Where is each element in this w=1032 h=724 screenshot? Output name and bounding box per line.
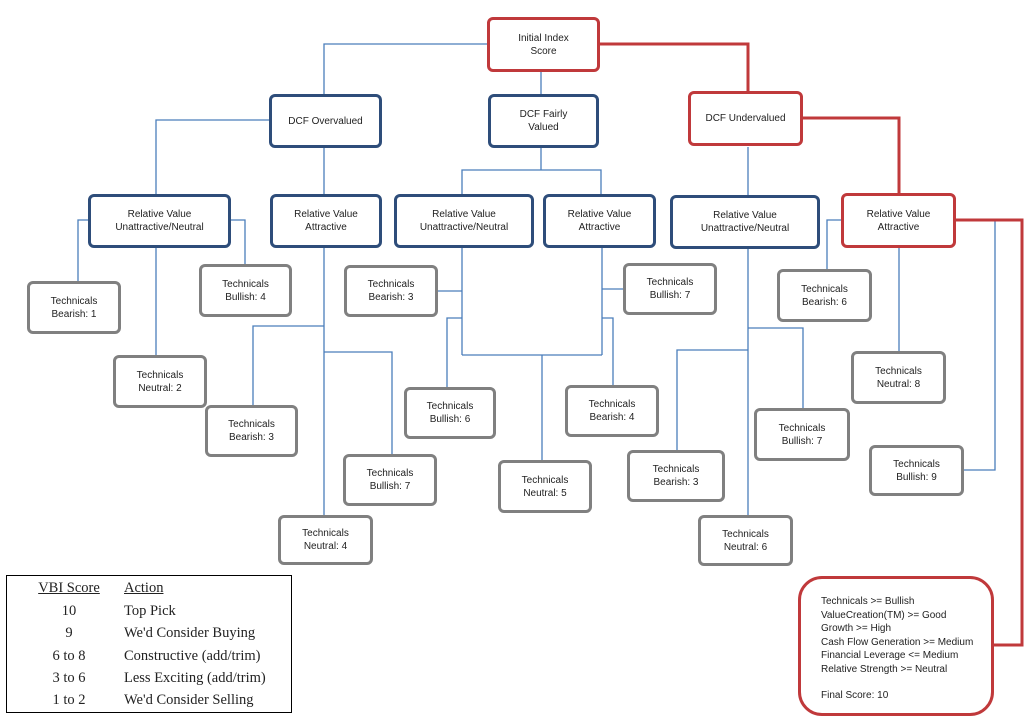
legend-row: 6 to 8 Constructive (add/trim) [7, 648, 291, 670]
fair-rv-unattractive-node: Relative Value Unattractive/Neutral [394, 194, 534, 248]
undervalued-rv-attractive-node: Relative Value Attractive [841, 193, 956, 248]
technicals-bullish-7-node: Technicals Bullish: 7 [623, 263, 717, 315]
technicals-neutral-4-node: Technicals Neutral: 4 [278, 515, 373, 565]
legend-action: Less Exciting (add/trim) [124, 670, 266, 686]
technicals-bearish-1-node: Technicals Bearish: 1 [27, 281, 121, 334]
technicals-neutral-8-node: Technicals Neutral: 8 [851, 351, 946, 404]
technicals-bearish-4-node: Technicals Bearish: 4 [565, 385, 659, 437]
dcf-fairly-valued-node: DCF Fairly Valued [488, 94, 599, 148]
legend-score: 3 to 6 [52, 670, 86, 686]
technicals-neutral-2-node: Technicals Neutral: 2 [113, 355, 207, 408]
legend-row: 9 We'd Consider Buying [7, 625, 291, 647]
technicals-bullish-4-node: Technicals Bullish: 4 [199, 264, 292, 317]
technicals-bearish-6-node: Technicals Bearish: 6 [777, 269, 872, 322]
legend-header-row: VBI Score Action [7, 580, 291, 602]
criteria-line: Financial Leverage <= Medium [821, 650, 959, 661]
legend-action: We'd Consider Buying [124, 625, 256, 641]
technicals-bearish-3-node: Technicals Bearish: 3 [344, 265, 438, 317]
legend-action: Top Pick [124, 603, 176, 619]
criteria-line: Relative Strength >= Neutral [821, 663, 948, 675]
legend-action: Constructive (add/trim) [124, 648, 261, 664]
overvalued-rv-unattractive-node: Relative Value Unattractive/Neutral [88, 194, 231, 248]
criteria-line: ValueCreation(TM) >= Good [821, 609, 947, 621]
fair-rv-attractive-node: Relative Value Attractive [543, 194, 656, 248]
dcf-undervalued-node: DCF Undervalued [688, 91, 803, 146]
legend-score: 9 [65, 625, 73, 641]
legend-row: 3 to 6 Less Exciting (add/trim) [7, 670, 291, 692]
legend-row: 1 to 2 We'd Consider Selling [7, 692, 291, 714]
technicals-neutral-6-node: Technicals Neutral: 6 [698, 515, 793, 566]
criteria-line: Technicals >= Bullish [821, 596, 915, 607]
initial-index-score-node: Initial Index Score [487, 17, 600, 72]
technicals-bullish-9-node: Technicals Bullish: 9 [869, 445, 964, 496]
criteria-line: Cash Flow Generation >= Medium [821, 636, 974, 648]
overvalued-rv-attractive-node: Relative Value Attractive [270, 194, 382, 248]
action-column-header: Action [124, 580, 164, 596]
technicals-neutral-5-node: Technicals Neutral: 5 [498, 460, 592, 513]
legend-score: 10 [61, 603, 77, 619]
vbi-score-legend: VBI Score Action 10 Top Pick 9 We'd Cons… [6, 575, 292, 713]
legend-score: 6 to 8 [52, 648, 86, 664]
technicals-bullish-7-node: Technicals Bullish: 7 [343, 454, 437, 506]
technicals-bearish-3-node: Technicals Bearish: 3 [205, 405, 298, 457]
dcf-overvalued-node: DCF Overvalued [269, 94, 382, 148]
technicals-bullish-6-node: Technicals Bullish: 6 [404, 387, 496, 439]
legend-row: 10 Top Pick [7, 603, 291, 625]
score-column-header: VBI Score [38, 580, 100, 596]
technicals-bullish-7-node: Technicals Bullish: 7 [754, 408, 850, 461]
final-score-text: Final Score: 10 [821, 690, 889, 701]
technicals-bearish-3-node: Technicals Bearish: 3 [627, 450, 725, 502]
legend-score: 1 to 2 [52, 692, 86, 708]
legend-action: We'd Consider Selling [124, 692, 254, 708]
criteria-line: Growth >= High [821, 623, 892, 634]
undervalued-rv-unattractive-node: Relative Value Unattractive/Neutral [670, 195, 820, 249]
final-score-criteria-note: Technicals >= Bullish ValueCreation(TM) … [798, 576, 994, 716]
